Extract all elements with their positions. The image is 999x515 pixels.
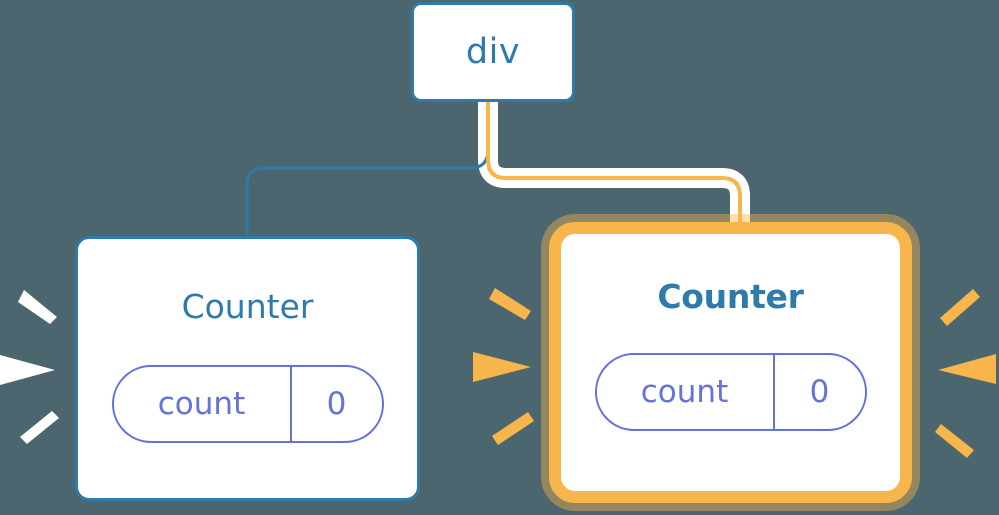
state-pill-key: count	[640, 374, 729, 410]
state-pill-value: 0	[772, 355, 865, 429]
node-counter-left-label: Counter	[181, 287, 314, 326]
state-pill-key: count	[157, 386, 246, 422]
sparkle-ray-middle	[938, 354, 996, 384]
sparkle-ray-upper	[489, 288, 531, 320]
node-counter-right[interactable]: Counter count 0	[549, 222, 912, 503]
node-div-label: div	[465, 31, 521, 72]
sparkle-ray-lower	[492, 412, 534, 445]
state-pill-value: 0	[289, 367, 382, 441]
state-pill: count 0	[111, 365, 384, 443]
sparkle-ray-upper	[940, 289, 980, 326]
sparkle-burst-middle	[473, 288, 534, 445]
sparkle-ray-lower	[20, 411, 59, 444]
state-pill: count 0	[594, 353, 867, 431]
edge-div-to-right	[486, 98, 742, 238]
sparkle-burst-right	[935, 289, 996, 458]
sparkle-ray-upper	[18, 290, 57, 324]
node-counter-right-label: Counter	[657, 277, 804, 316]
sparkle-ray-middle	[0, 355, 55, 385]
node-div[interactable]: div	[411, 2, 575, 102]
sparkle-ray-lower	[935, 424, 974, 458]
node-counter-left[interactable]: Counter count 0	[75, 236, 420, 501]
sparkle-ray-middle	[473, 352, 531, 382]
sparkle-burst-left	[0, 290, 59, 444]
